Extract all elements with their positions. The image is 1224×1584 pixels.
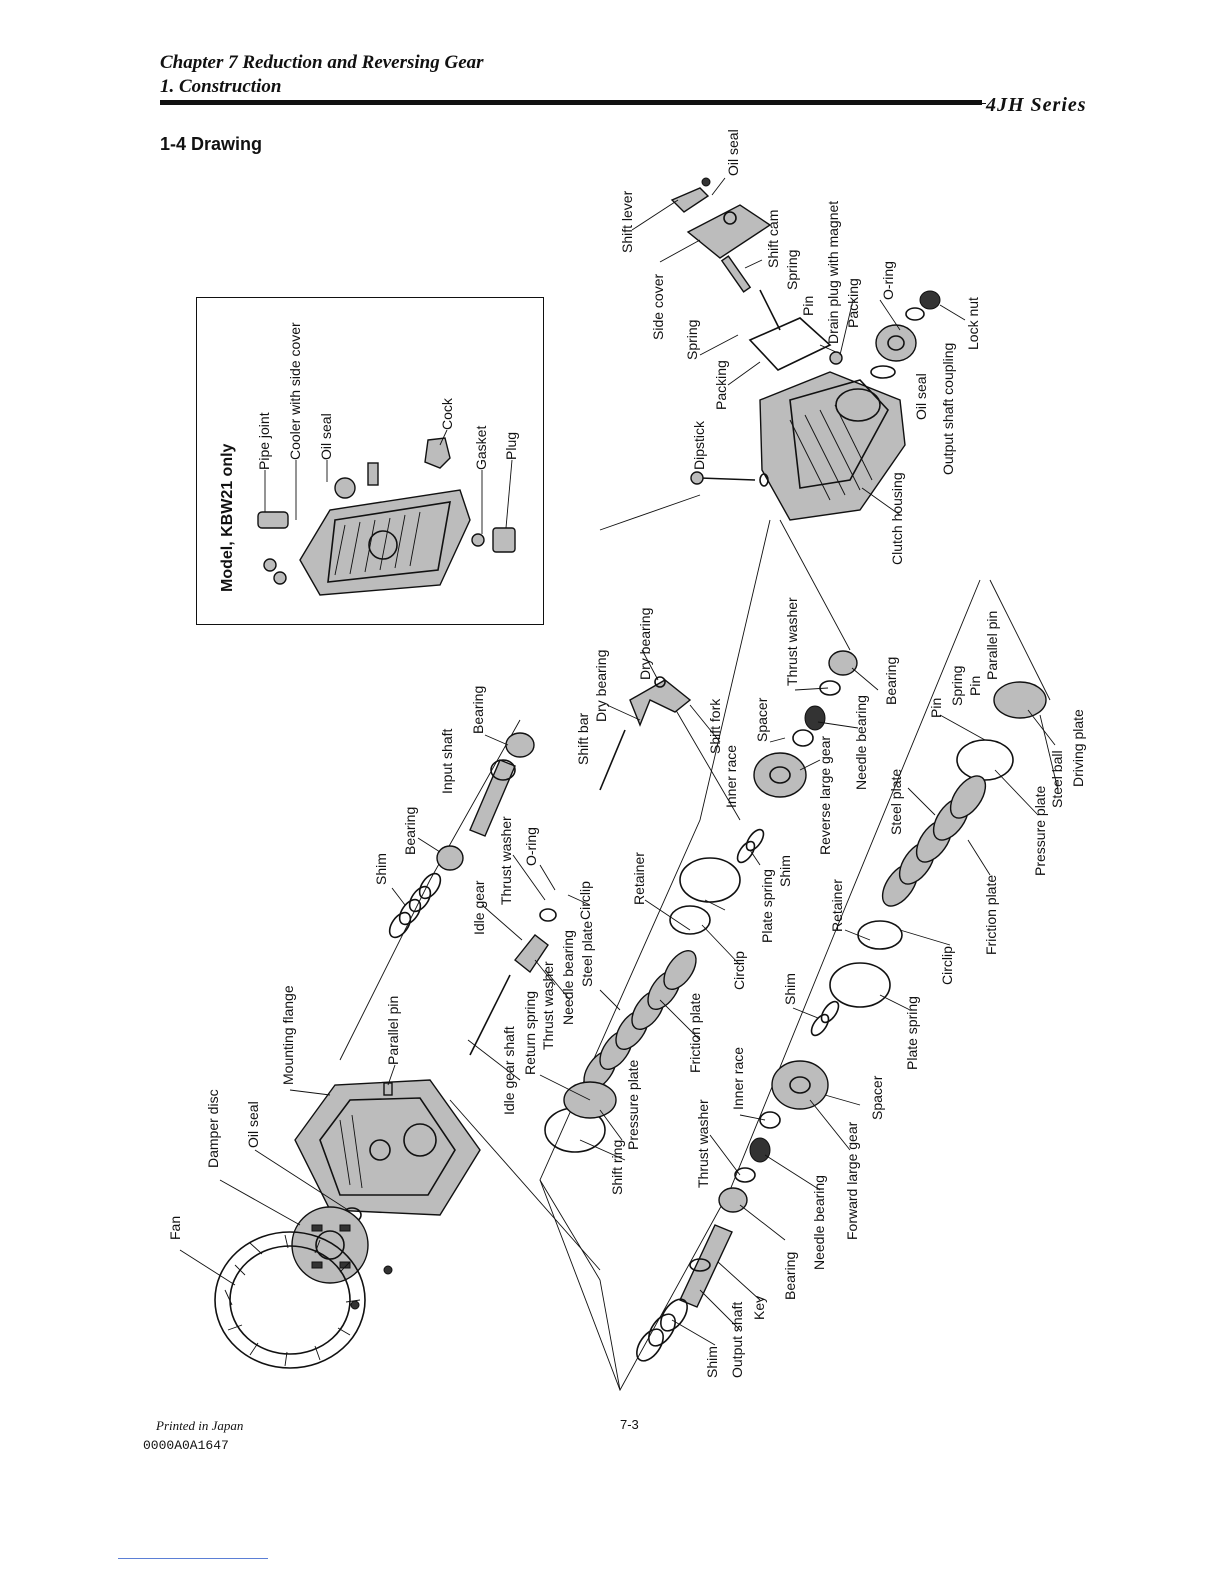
label-pressure-plate-left: Pressure plate [625, 1060, 641, 1150]
inset-label: Gasket [473, 426, 489, 470]
inset-label: Cooler with side cover [287, 322, 303, 460]
label-forward-large-gear: Forward large gear [844, 1121, 860, 1240]
label-pin-top: Pin [800, 296, 816, 316]
label-parallel-pin-left: Parallel pin [385, 996, 401, 1065]
label-pin-right-1: Pin [928, 698, 944, 718]
label-shim-1: Shim [777, 855, 793, 887]
label-idle-gear: Idle gear [471, 880, 487, 935]
label-pin-right-2: Pin [967, 676, 983, 696]
inset-label: Cock [439, 397, 455, 430]
printed-note: Printed in Japan [156, 1418, 244, 1433]
part-labels: Oil seal Shift lever Side cover Shift ca… [167, 129, 1086, 1378]
label-fan: Fan [167, 1216, 183, 1240]
label-damper-disc: Damper disc [205, 1089, 221, 1168]
label-friction-plate-mid: Friction plate [687, 993, 703, 1073]
inset-label: Oil seal [318, 413, 334, 460]
inset-labels: Pipe joint Cooler with side cover Oil se… [256, 322, 519, 534]
label-drain-plug: Drain plug with magnet [825, 201, 841, 344]
label-input-shaft: Input shaft [439, 729, 455, 794]
label-shift-ring: Shift ring [609, 1140, 625, 1195]
label-inner-race-1: Inner race [723, 745, 739, 808]
label-spacer-1: Spacer [754, 697, 770, 742]
inset-parts [257, 437, 516, 596]
label-dipstick: Dipstick [691, 420, 707, 470]
label-needle-bearing-3: Needle bearing [811, 1175, 827, 1270]
label-retainer-1: Retainer [631, 852, 647, 905]
label-steel-plate-mid: Steel plate [579, 921, 595, 987]
label-spacer-2: Spacer [869, 1075, 885, 1120]
label-driving-plate: Driving plate [1070, 709, 1086, 787]
label-shift-lever: Shift lever [619, 190, 635, 253]
label-o-ring-mid: O-ring [523, 827, 539, 866]
document-code: 0000A0A1647 [143, 1438, 229, 1453]
label-circlip-mid: Circlip [577, 881, 593, 920]
label-oil-seal-left: Oil seal [245, 1101, 261, 1148]
label-shim-2: Shim [373, 853, 389, 885]
header-rule [160, 100, 982, 105]
section-title: 1. Construction [160, 76, 282, 97]
label-oil-seal-right: Oil seal [913, 373, 929, 420]
label-circlip-right: Circlip [939, 946, 955, 985]
inset-title: Model, KBW21 only [219, 443, 236, 592]
label-shim-3: Shim [782, 973, 798, 1005]
label-circlip-lower: Circlip [731, 951, 747, 990]
label-mounting-flange: Mounting flange [280, 985, 296, 1085]
leader-lines [179, 177, 1059, 1346]
label-steel-plate-right: Steel plate [888, 769, 904, 835]
label-needle-bearing-1: Needle bearing [853, 695, 869, 790]
label-return-spring: Return spring [522, 991, 538, 1075]
label-thrust-washer-1: Thrust washer [784, 597, 800, 686]
label-spring-right: Spring [949, 666, 965, 706]
drawing-heading: 1-4 Drawing [160, 134, 263, 154]
label-packing-right: Packing [845, 278, 861, 328]
main-parts [214, 177, 1047, 1369]
label-needle-bearing-2: Needle bearing [560, 930, 576, 1025]
label-side-cover: Side cover [650, 274, 666, 340]
label-spring-top: Spring [784, 250, 800, 290]
inset-label: Pipe joint [256, 412, 272, 470]
label-spring-mid: Spring [684, 320, 700, 360]
label-thrust-washer-3: Thrust washer [540, 961, 556, 1050]
label-shim-lower: Shim [704, 1346, 720, 1378]
label-bearing-input: Bearing [470, 686, 486, 734]
footer-link-rule [118, 1558, 268, 1559]
label-oil-seal-top: Oil seal [725, 129, 741, 176]
label-output-shaft-coupling: Output shaft coupling [940, 343, 956, 475]
kbw21-inset-frame [196, 297, 544, 625]
label-key: Key [751, 1296, 767, 1320]
label-friction-plate-right: Friction plate [983, 875, 999, 955]
label-shift-cam: Shift cam [765, 210, 781, 268]
assembly-guide-lines [339, 494, 1051, 1392]
label-thrust-washer-2: Thrust washer [498, 816, 514, 905]
label-pressure-plate-right: Pressure plate [1032, 786, 1048, 876]
label-clutch-housing: Clutch housing [889, 472, 905, 565]
label-inner-race-2: Inner race [730, 1047, 746, 1110]
label-dry-bearing-2: Dry bearing [593, 650, 609, 722]
label-parallel-pin-right: Parallel pin [984, 611, 1000, 680]
label-retainer-2: Retainer [829, 879, 845, 932]
label-dry-bearing-1: Dry bearing [637, 608, 653, 680]
label-idle-gear-shaft: Idle gear shaft [501, 1026, 517, 1115]
label-bearing-shim: Bearing [402, 807, 418, 855]
page-number: 7-3 [620, 1417, 639, 1432]
inset-label: Plug [503, 432, 519, 460]
chapter-title: Chapter 7 Reduction and Reversing Gear [160, 52, 484, 73]
label-lock-nut: Lock nut [965, 297, 981, 350]
label-bearing-right: Bearing [883, 657, 899, 705]
label-thrust-washer-4: Thrust washer [695, 1099, 711, 1188]
label-shift-fork: Shift fork [707, 698, 723, 754]
label-steel-ball: Steel ball [1049, 750, 1065, 808]
label-plate-spring-2: Plate spring [904, 996, 920, 1070]
label-o-ring-right: O-ring [880, 261, 896, 300]
header-rule-tail [982, 103, 986, 104]
series-label: 4JH Series [986, 94, 1087, 116]
label-packing-left: Packing [713, 360, 729, 410]
label-reverse-large-gear: Reverse large gear [817, 736, 833, 855]
label-bearing-lower: Bearing [782, 1252, 798, 1300]
label-shift-bar: Shift bar [575, 713, 591, 765]
label-plate-spring-1: Plate spring [759, 869, 775, 943]
label-output-shaft: Output shaft [729, 1302, 745, 1378]
